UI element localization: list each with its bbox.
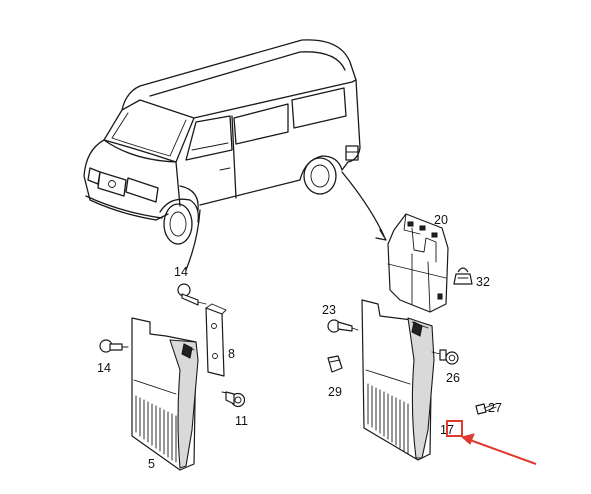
clip-part-29 bbox=[327, 355, 343, 373]
callout-14-left: 14 bbox=[97, 361, 111, 375]
leader-front bbox=[185, 209, 201, 271]
highlight-arrow-line bbox=[469, 439, 537, 465]
screw-part-14-top bbox=[177, 283, 207, 306]
mudflap-rear bbox=[361, 299, 435, 461]
mudflap-part-5 bbox=[131, 317, 199, 471]
callout-8: 8 bbox=[228, 347, 235, 361]
callout-20: 20 bbox=[434, 213, 448, 227]
bracket-part-20 bbox=[387, 213, 449, 313]
highlight-arrow-head bbox=[460, 433, 475, 445]
clip-part-32 bbox=[453, 267, 473, 285]
van-illustration bbox=[83, 39, 361, 245]
bracket-part-8 bbox=[205, 303, 227, 377]
callout-11: 11 bbox=[235, 414, 248, 428]
callout-29: 29 bbox=[328, 385, 342, 399]
nut-part-26 bbox=[431, 349, 459, 365]
callout-26: 26 bbox=[446, 371, 460, 385]
callout-32: 32 bbox=[476, 275, 490, 289]
leader-rear bbox=[341, 171, 385, 237]
rivet-part-27 bbox=[475, 403, 497, 415]
screw-part-14-left bbox=[99, 339, 129, 353]
callout-5: 5 bbox=[148, 457, 155, 471]
screw-part-23 bbox=[327, 319, 359, 333]
callout-27: 27 bbox=[488, 401, 502, 415]
highlight-box-17[interactable] bbox=[446, 420, 463, 437]
highlight-annotation bbox=[446, 420, 537, 465]
callout-23: 23 bbox=[322, 303, 336, 317]
nut-part-11 bbox=[221, 391, 246, 408]
callout-14-top: 14 bbox=[174, 265, 188, 279]
